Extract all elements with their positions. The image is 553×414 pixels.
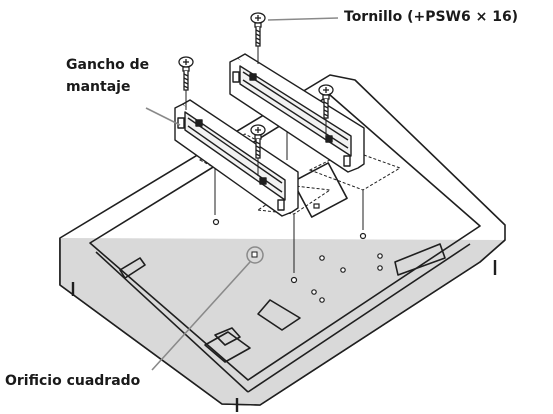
mounting-hook-bracket-left: [174, 99, 299, 217]
mounting-hook-label: Gancho de mantaje: [66, 54, 166, 98]
square-hole-label: Orificio cuadrado: [5, 373, 141, 389]
mounting-hook-label-line1: Gancho de: [66, 57, 150, 73]
screw-icon: [178, 56, 194, 91]
callout-leaders: [145, 17, 339, 126]
mounting-holes: [212, 203, 383, 303]
square-hole-marker: [151, 246, 264, 371]
mounting-hook-bracket-right: [229, 53, 365, 173]
tv-back-panel: [59, 74, 506, 406]
tv-stand-legs: [71, 260, 497, 412]
screw-guides: [185, 46, 327, 176]
screw-icon: [250, 124, 266, 159]
screw-label: Tornillo (+PSW6 × 16): [344, 9, 519, 25]
screw-icon: [250, 12, 266, 47]
screw-icon: [318, 84, 334, 119]
mounting-hook-label-line2: mantaje: [66, 79, 131, 95]
